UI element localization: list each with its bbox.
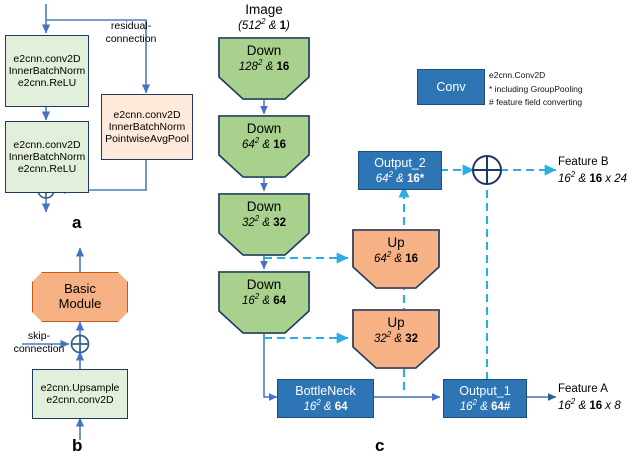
shape-outline bbox=[218, 271, 310, 334]
shape-outline bbox=[352, 229, 440, 289]
panel-a-block-1: e2cnn.conv2D InnerBatchNorm e2cnn.ReLU bbox=[5, 35, 89, 107]
block-line: Basic bbox=[64, 281, 96, 297]
block-line: Module bbox=[58, 296, 102, 311]
shape-outline bbox=[218, 37, 310, 100]
decoder-block-up-64: Up 642 & 16 bbox=[352, 229, 440, 289]
block-line: e2cnn.ReLU bbox=[17, 163, 77, 176]
shape-outline bbox=[352, 309, 440, 369]
decoder-block-up-32: Up 322 & 32 bbox=[352, 309, 440, 369]
block-title: Down bbox=[246, 43, 282, 58]
block-line: InnerBatchNorm bbox=[108, 120, 186, 133]
panel-b-sum-icon bbox=[70, 334, 90, 354]
panel-b-basic-module: Basic Module bbox=[32, 272, 128, 322]
legend-line-2: * including GroupPooling bbox=[489, 83, 583, 94]
block-title: Down bbox=[246, 277, 282, 292]
panel-c-caption: c bbox=[375, 436, 385, 455]
output-2-block: Output_2 642 & 16* bbox=[358, 151, 442, 190]
skip-connection-label: skip- connection bbox=[13, 330, 65, 355]
feature-a-label: Feature A 162 & 16 x 8 bbox=[558, 383, 621, 412]
legend-line-3: # feature field converting bbox=[489, 97, 583, 108]
block-line: e2cnn.conv2D bbox=[13, 52, 81, 65]
block-title: Output_2 bbox=[374, 156, 426, 171]
block-title: Up bbox=[387, 235, 405, 250]
legend-conv-box: Conv bbox=[417, 69, 485, 105]
feature-b-label: Feature B 162 & 16 x 24 bbox=[558, 156, 628, 185]
bottleneck-block: BottleNeck 162 & 64 bbox=[277, 379, 374, 418]
block-line: e2cnn.conv2D bbox=[46, 394, 114, 406]
panel-a-block-2: e2cnn.conv2D InnerBatchNorm e2cnn.ReLU bbox=[5, 121, 89, 193]
panel-a-caption: a bbox=[72, 213, 82, 232]
shape-outline bbox=[218, 115, 310, 178]
block-line: e2cnn.conv2D bbox=[113, 108, 181, 121]
legend-line-1: e2cnn.Conv2D bbox=[489, 70, 546, 80]
encoder-block-down-64: Down 642 & 16 bbox=[218, 115, 310, 178]
block-line: InnerBatchNorm bbox=[8, 64, 86, 77]
block-title: Down bbox=[246, 121, 282, 136]
legend-box-label: Conv bbox=[436, 80, 466, 94]
output-1-block: Output_1 162 & 64# bbox=[443, 379, 527, 418]
block-line: e2cnn.ReLU bbox=[17, 77, 77, 90]
panel-c-sum-icon bbox=[472, 155, 502, 185]
panel-c-input-title: Image (5122 & 1) bbox=[238, 2, 290, 32]
block-line: InnerBatchNorm bbox=[8, 150, 86, 163]
panel-a-residual-block: e2cnn.conv2D InnerBatchNorm PointwiseAvg… bbox=[101, 94, 193, 160]
block-line: e2cnn.Upsample bbox=[40, 381, 120, 394]
residual-connection-label: residual- connection bbox=[105, 20, 157, 45]
legend-text: e2cnn.Conv2D * including GroupPooling # … bbox=[489, 69, 634, 110]
encoder-block-down-32: Down 322 & 32 bbox=[218, 193, 310, 256]
shape-outline bbox=[218, 193, 310, 256]
block-line: e2cnn.conv2D bbox=[13, 138, 81, 151]
block-title: Down bbox=[246, 199, 282, 214]
encoder-block-down-128: Down 1282 & 16 bbox=[218, 37, 310, 100]
block-title: Output_1 bbox=[459, 384, 511, 399]
panel-b-caption: b bbox=[72, 436, 83, 455]
block-title: BottleNeck bbox=[295, 384, 356, 399]
panel-b-upsample-block: e2cnn.Upsample e2cnn.conv2D bbox=[32, 369, 128, 419]
block-line: PointwiseAvgPool bbox=[105, 133, 189, 146]
block-title: Up bbox=[387, 315, 405, 330]
encoder-block-down-16: Down 162 & 64 bbox=[218, 271, 310, 334]
